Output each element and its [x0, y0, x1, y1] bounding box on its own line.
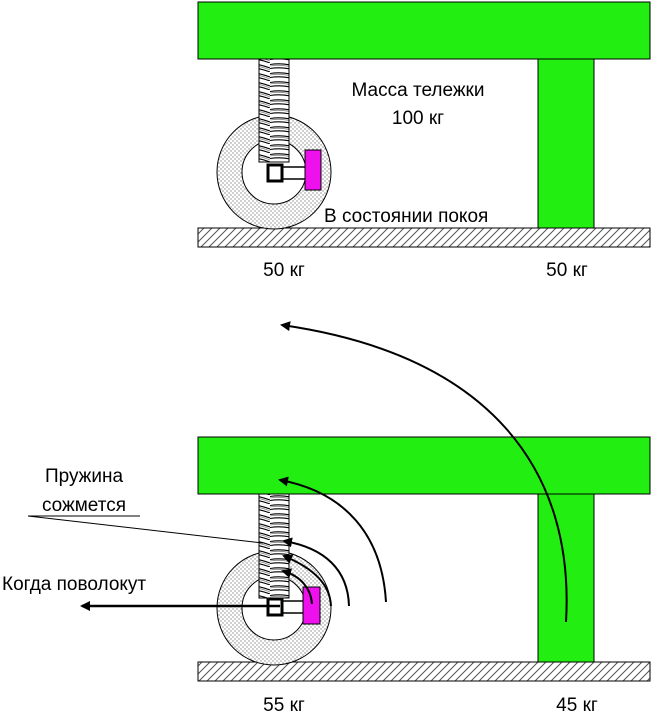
compression-arc-1: [278, 476, 387, 603]
ground: [197, 661, 651, 682]
left-load-label: 55 кг: [263, 695, 305, 716]
right-load-label: 45 кг: [556, 695, 598, 716]
axle: [266, 163, 284, 183]
tipping-arrow: [280, 321, 568, 623]
mass-label-line2: 100 кг: [392, 108, 444, 129]
spring-label-line1: Пружина: [45, 466, 124, 487]
pull-label: Когда поволокут: [2, 574, 146, 595]
compression-arc-4: [281, 568, 313, 605]
bracket: [304, 149, 322, 191]
compression-arc-3: [282, 554, 332, 607]
cart-platform: [197, 436, 651, 495]
bracket: [302, 586, 321, 625]
mass-label-line1: Масса тележки: [352, 80, 485, 101]
spring-leader-line: [27, 515, 264, 544]
spring-rod: [279, 166, 309, 180]
ground: [197, 227, 651, 248]
left-load-label: 50 кг: [263, 260, 305, 281]
spring: [258, 57, 290, 163]
state-label: В состоянии покоя: [324, 206, 488, 227]
right-load-label: 50 кг: [546, 260, 588, 281]
top-scene: Масса тележки 100 кг В состоянии покоя 5…: [197, 1, 651, 281]
compression-arc-2: [282, 537, 350, 607]
spring: [258, 491, 290, 599]
spring-label-line2: сожмется: [42, 495, 126, 516]
cart-leg: [537, 58, 595, 229]
bottom-scene: Пружина сожмется Когда поволокут 55 кг 4…: [2, 321, 651, 716]
cart-platform: [197, 1, 651, 60]
